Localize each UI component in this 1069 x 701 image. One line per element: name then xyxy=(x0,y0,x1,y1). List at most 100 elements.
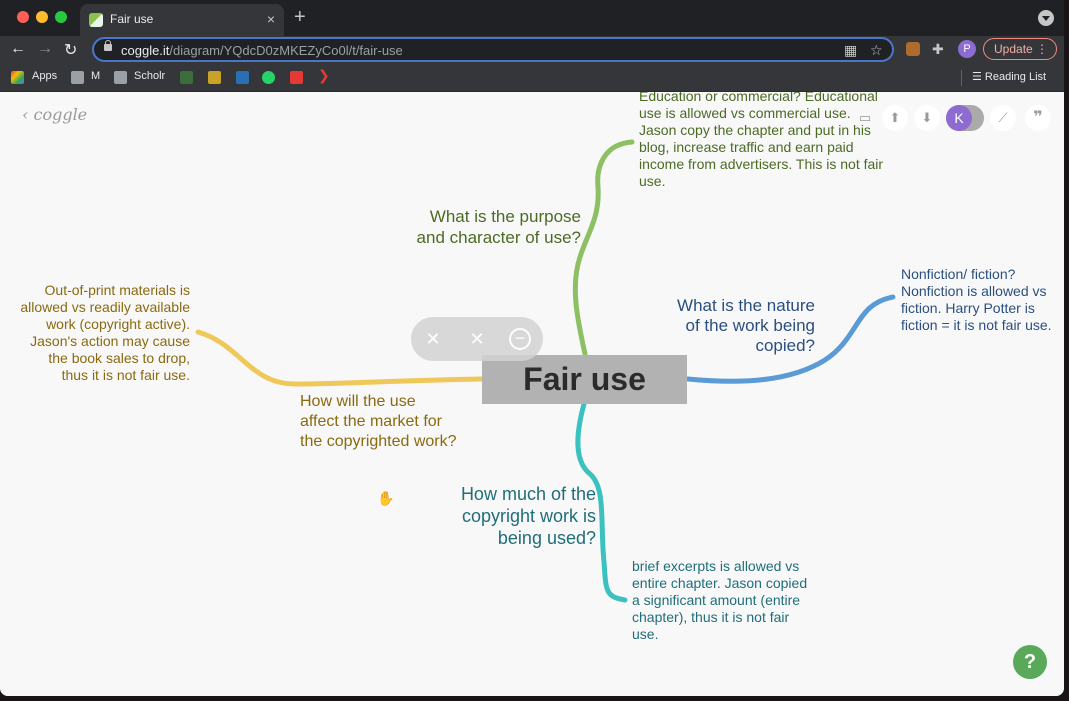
nature-answer-line-2: Nonfiction is allowed vs xyxy=(901,283,1047,299)
nature-question[interactable]: What is the nature of the work being cop… xyxy=(640,296,815,356)
tab-search-icon[interactable] xyxy=(1038,10,1054,26)
folder-icon xyxy=(71,71,84,84)
url-text: coggle.it/diagram/YQdcD0zMKEZyCo0l/t/fai… xyxy=(121,43,403,58)
market-answer-line-2: allowed vs readily available xyxy=(20,299,190,315)
present-icon[interactable]: ▭ xyxy=(858,110,872,125)
address-bar[interactable]: coggle.it/diagram/YQdcD0zMKEZyCo0l/t/fai… xyxy=(92,37,894,62)
avatar-initial: K xyxy=(946,105,972,131)
qr-code-icon[interactable]: ▦ xyxy=(844,42,858,58)
lock-icon xyxy=(104,40,112,51)
nature-question-line-3: copied? xyxy=(755,336,815,355)
nature-answer[interactable]: Nonfiction/ fiction? Nonfiction is allow… xyxy=(901,266,1063,334)
tab-close-icon[interactable]: × xyxy=(266,11,275,27)
quote-icon[interactable]: ❞ xyxy=(1025,105,1051,131)
coggle-logo[interactable]: ‹ coggle xyxy=(22,105,88,124)
apps-grid-icon xyxy=(11,71,24,84)
coggle-favicon-icon xyxy=(89,13,103,27)
upload-icon[interactable]: ⬆ xyxy=(882,105,908,131)
market-answer[interactable]: Out-of-print materials is allowed vs rea… xyxy=(0,282,190,384)
whatsapp-icon[interactable] xyxy=(262,71,275,84)
edit-pencil-icon[interactable]: ⟋ xyxy=(990,105,1016,131)
branch-connectors xyxy=(195,139,896,603)
market-answer-line-3: work (copyright active). xyxy=(46,316,190,332)
update-button[interactable]: Update⋮ xyxy=(983,38,1057,60)
minimize-window-button[interactable] xyxy=(36,11,48,23)
amount-question-line-2: copyright work is xyxy=(461,506,596,526)
crest-icon[interactable] xyxy=(208,71,221,84)
tab-fair-use[interactable]: Fair use × xyxy=(80,4,284,36)
nature-question-line-2: of the work being xyxy=(685,316,815,335)
extensions-puzzle-icon[interactable]: ✚ xyxy=(932,41,944,57)
kebab-menu-icon: ⋮ xyxy=(1036,42,1048,56)
purpose-question-line-2: and character of use? xyxy=(416,228,581,247)
forward-arrow-icon[interactable]: → xyxy=(37,40,53,57)
market-answer-line-6: thus it is not fair use. xyxy=(61,367,190,383)
title-bar: Fair use × + xyxy=(0,0,1064,36)
tab-title: Fair use xyxy=(110,12,154,26)
bookmark-m[interactable]: M xyxy=(91,70,101,82)
profile-avatar[interactable]: P xyxy=(958,40,976,58)
amount-answer-line-3: a significant amount (entire xyxy=(632,592,801,608)
extension-owl-icon[interactable] xyxy=(906,42,920,56)
collapse-minus-icon[interactable]: − xyxy=(509,328,531,350)
collaborator-avatar[interactable]: K xyxy=(946,105,984,131)
purpose-answer[interactable]: Education or commercial? Educational use… xyxy=(639,92,939,190)
amount-question-line-3: being used? xyxy=(497,528,596,548)
mute-icon[interactable]: ✕ xyxy=(469,329,485,349)
nature-branch[interactable] xyxy=(685,294,896,384)
nature-answer-line-3: fiction. Harry Potter is xyxy=(901,300,1035,316)
new-tab-button[interactable]: + xyxy=(294,6,306,28)
bookmark-apps[interactable]: Apps xyxy=(32,70,58,82)
purpose-answer-line-1: Education or commercial? Educational xyxy=(639,92,878,104)
amount-answer-line-4: chapter), thus it is not fair xyxy=(632,609,790,625)
purpose-question[interactable]: What is the purpose and character of use… xyxy=(381,206,581,248)
market-question-line-3: the copyrighted work? xyxy=(300,433,457,450)
purpose-branch[interactable] xyxy=(572,139,635,357)
purpose-question-line-1: What is the purpose xyxy=(429,207,581,226)
purpose-answer-line-3: Jason copy the chapter and put in his xyxy=(639,122,871,138)
reading-list[interactable]: ☰ Reading List xyxy=(972,71,1047,83)
download-icon[interactable]: ⬇ xyxy=(914,105,940,131)
mindmap-canvas[interactable]: ‹ coggle ▭ ⬆ ⬇ K ⟋ ❞ Education or commer… xyxy=(0,92,1064,696)
close-window-button[interactable] xyxy=(17,11,29,23)
purpose-answer-line-4: blog, increase traffic and earn paid xyxy=(639,139,854,155)
purpose-answer-line-5: income from advertisers. This is not fai… xyxy=(639,156,884,172)
bookmarks-bar: Apps M Scholr ❯ ☰ Reading List xyxy=(0,64,1064,92)
help-button[interactable]: ? xyxy=(1013,645,1047,679)
amount-question-line-1: How much of the xyxy=(460,484,596,504)
update-label: Update xyxy=(994,42,1033,56)
central-node[interactable]: Fair use xyxy=(482,355,687,404)
zoom-window-button[interactable] xyxy=(55,11,67,23)
amount-answer[interactable]: brief excerpts is allowed vs entire chap… xyxy=(632,558,832,643)
reload-icon[interactable]: ↻ xyxy=(64,42,78,59)
browser-toolbar: ← → ↻ coggle.it/diagram/YQdcD0zMKEZyCo0l… xyxy=(0,36,1064,64)
purpose-answer-line-2: use is allowed vs commercial use. xyxy=(639,105,851,121)
back-arrow-icon[interactable]: ← xyxy=(10,40,26,57)
reading-list-label: Reading List xyxy=(984,71,1047,83)
market-question[interactable]: How will the use affect the market for t… xyxy=(300,392,490,452)
folder-icon xyxy=(114,71,127,84)
market-question-line-2: affect the market for xyxy=(300,413,442,430)
blue-badge-icon[interactable] xyxy=(236,71,249,84)
amount-question[interactable]: How much of the copyright work is being … xyxy=(416,483,596,549)
amount-answer-line-2: entire chapter. Jason copied xyxy=(632,575,808,591)
amount-branch[interactable] xyxy=(575,401,628,603)
red-chevron-icon[interactable]: ❯ xyxy=(318,67,330,83)
bookmark-scholr[interactable]: Scholr xyxy=(134,70,166,82)
nature-answer-line-1: Nonfiction/ fiction? xyxy=(901,266,1016,282)
logo-text: coggle xyxy=(33,105,88,124)
market-branch[interactable] xyxy=(195,329,485,387)
nature-answer-line-4: fiction = it is not fair use. xyxy=(901,317,1052,333)
bookmark-star-icon[interactable]: ☆ xyxy=(870,42,883,58)
market-answer-line-4: Jason's action may cause xyxy=(30,333,190,349)
nature-question-line-1: What is the nature xyxy=(677,296,815,315)
hand-cursor-icon: ✋ xyxy=(377,490,395,506)
shield-crest-icon[interactable] xyxy=(180,71,193,84)
url-path: /diagram/YQdcD0zMKEZyCo0l/t/fair-use xyxy=(169,43,403,58)
market-answer-line-5: the book sales to drop, xyxy=(48,350,190,366)
purpose-answer-line-6: use. xyxy=(639,173,666,189)
pin-icon[interactable]: ✕ xyxy=(425,329,441,349)
market-answer-line-1: Out-of-print materials is xyxy=(44,282,190,298)
red-u-icon[interactable] xyxy=(290,71,303,84)
